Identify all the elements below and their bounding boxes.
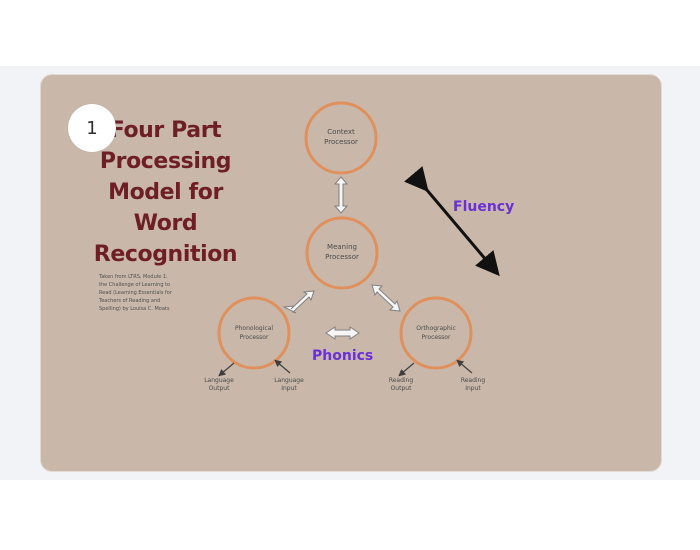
caption-line-1: Taken from LTRS, Module 1:	[99, 274, 168, 280]
orthographic-processor-node	[399, 296, 473, 370]
meaning-orthographic-double-arrow	[371, 284, 401, 312]
slide-number-badge[interactable]: 1	[68, 104, 116, 152]
language-input-label-line-1: Language	[274, 377, 304, 384]
phonics-label: Phonics	[312, 348, 373, 364]
phonics-double-arrow	[325, 326, 360, 340]
language-output-label-line-2: Output	[209, 385, 230, 392]
phonological-label-line-2: Processor	[240, 334, 269, 341]
title-line-5: Recognition	[93, 242, 238, 267]
slide-title: Four Part Processing Model for Word Reco…	[83, 115, 248, 270]
fluency-label: Fluency	[453, 199, 514, 215]
language-output-label-line-1: Language	[204, 377, 234, 384]
caption-line-3: Read (Learning Essentials for	[99, 290, 172, 296]
fluency-double-arrow	[404, 166, 500, 277]
orthographic-label-line-2: Processor	[422, 334, 451, 341]
caption-line-4: Teachers of Reading and	[99, 298, 161, 304]
title-line-4: Word	[133, 211, 198, 236]
processing-model-diagram: Context Processor Meaning Processor Phon…	[204, 101, 514, 392]
language-output-arrow	[218, 362, 235, 377]
meaning-label-line-2: Processor	[325, 253, 359, 261]
meaning-label-line-1: Meaning	[327, 243, 357, 251]
reading-output-label-line-2: Output	[391, 385, 412, 392]
reading-input-label-line-1: Reading	[461, 377, 486, 384]
context-label-line-2: Processor	[324, 138, 358, 146]
title-line-1: Four Part	[109, 118, 222, 143]
phonological-label-line-1: Phonological	[235, 325, 273, 332]
phonological-processor-node	[217, 296, 291, 370]
orthographic-label-line-1: Orthographic	[416, 325, 456, 332]
slide-card[interactable]: Four Part Processing Model for Word Reco…	[40, 74, 662, 472]
context-meaning-double-arrow	[333, 176, 349, 214]
language-input-label-line-2: Input	[281, 385, 297, 392]
context-label-line-1: Context	[327, 128, 355, 136]
reading-input-label-line-2: Input	[465, 385, 481, 392]
caption-line-2: the Challenge of Learning to	[99, 282, 171, 288]
title-line-3: Model for	[108, 180, 223, 205]
meaning-processor-node	[305, 216, 379, 290]
caption-line-5: Spelling) by Louisa C. Moats	[99, 306, 170, 312]
meaning-phonological-double-arrow	[282, 290, 315, 314]
slide-caption: Taken from LTRS, Module 1: the Challenge…	[99, 273, 209, 313]
context-processor-node	[304, 101, 378, 175]
reading-input-arrow	[456, 359, 473, 374]
title-line-2: Processing	[99, 149, 232, 174]
reading-output-arrow	[398, 362, 415, 377]
language-input-arrow	[274, 359, 291, 374]
reading-output-label-line-1: Reading	[389, 377, 414, 384]
